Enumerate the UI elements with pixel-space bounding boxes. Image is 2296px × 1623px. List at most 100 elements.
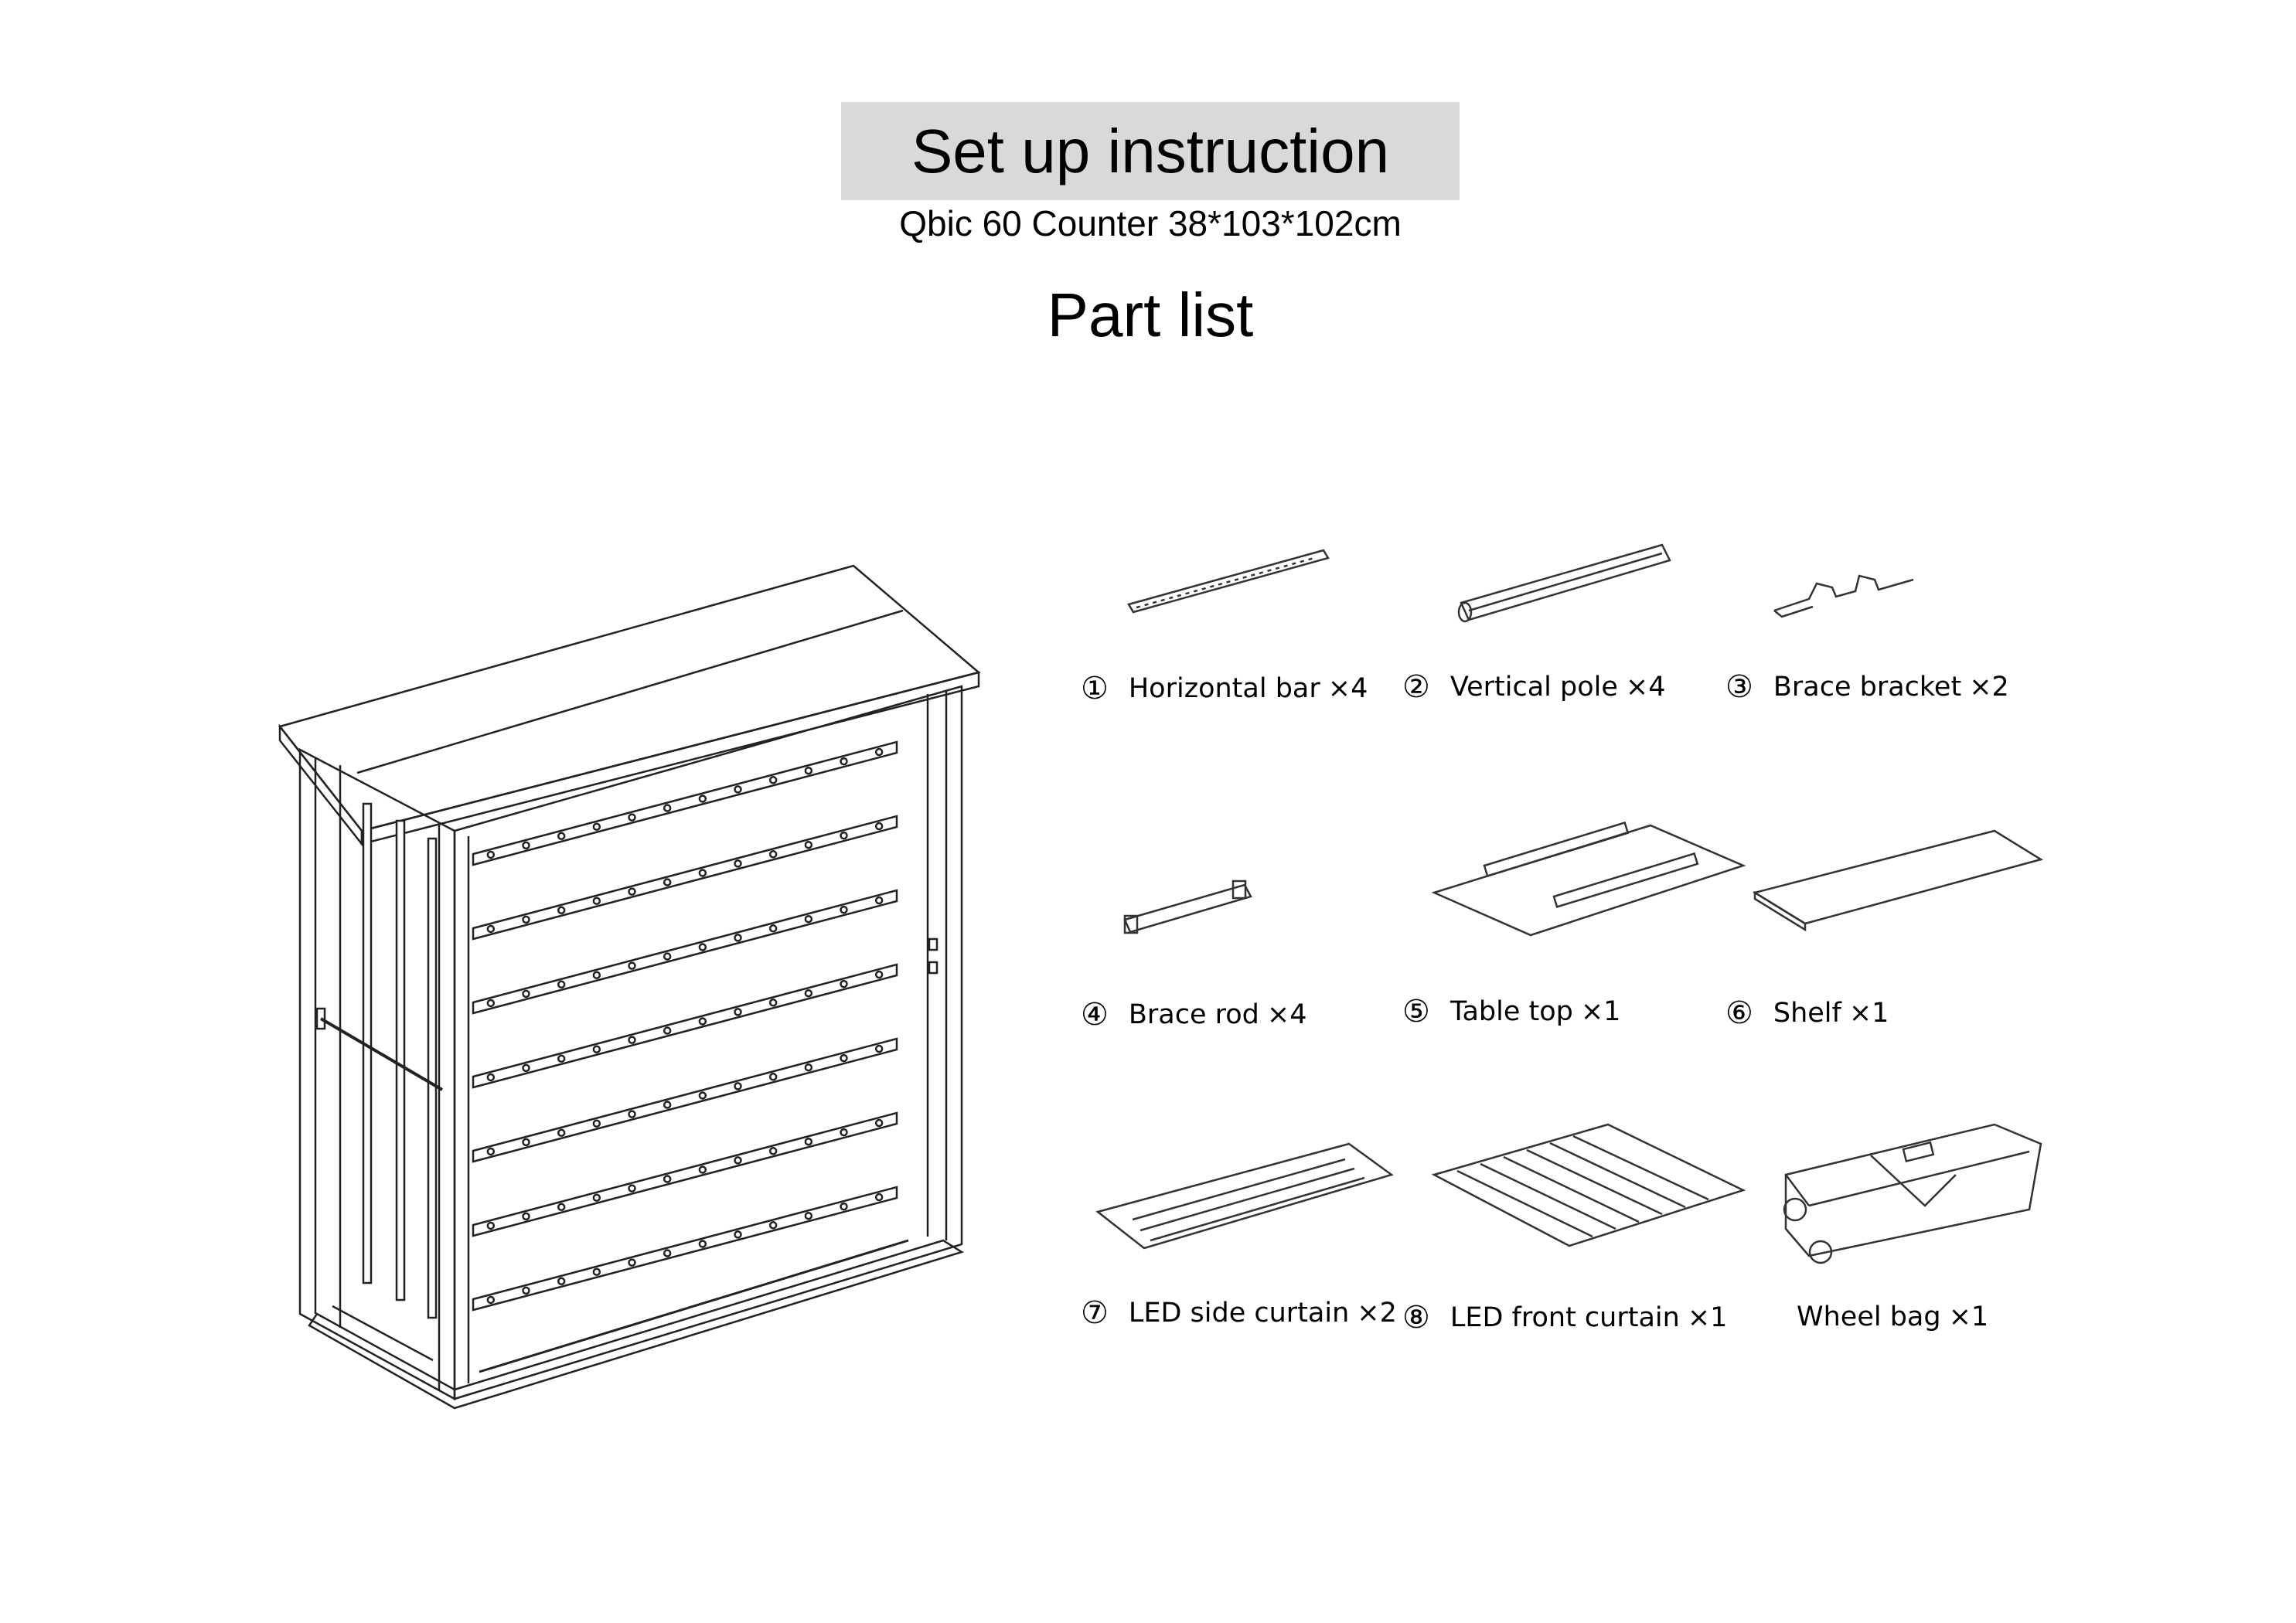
part-qty: ×2	[1969, 672, 2009, 703]
led-dot	[734, 1008, 742, 1016]
front-panel	[453, 685, 963, 1400]
led-dot	[734, 1082, 742, 1091]
led-dot	[522, 989, 530, 999]
led-dot	[628, 813, 636, 822]
led-dot	[628, 1184, 636, 1193]
part-qty: ×4	[1266, 999, 1307, 1030]
led-dot	[698, 1165, 707, 1174]
led-front-curtain-drawing	[1431, 1123, 1746, 1247]
led-dot	[522, 841, 530, 850]
led-dot	[804, 766, 813, 775]
section-title: Part list	[1047, 281, 1254, 349]
led-dot	[486, 1295, 496, 1305]
led-strip	[472, 1037, 898, 1163]
led-dot	[663, 1101, 672, 1109]
led-dot	[804, 1211, 813, 1220]
led-dot	[663, 1175, 672, 1183]
part-wheel-bag: Wheel bag ×1	[1797, 1301, 1988, 1332]
led-dot	[486, 924, 496, 934]
part-qty: ×1	[1580, 996, 1621, 1027]
led-dot	[840, 905, 848, 914]
led-dot	[804, 1137, 813, 1146]
led-dot	[698, 1091, 707, 1100]
led-dot	[628, 1110, 636, 1118]
led-strip	[472, 963, 898, 1089]
led-dot	[486, 1147, 496, 1156]
led-strip	[472, 1186, 898, 1312]
led-dot	[592, 971, 601, 979]
led-dot	[592, 1193, 601, 1202]
led-dot	[874, 896, 884, 905]
brace-bracket-drawing	[1773, 574, 1914, 618]
part-qty: ×1	[1948, 1301, 1989, 1332]
part-qty: ×4	[1327, 673, 1368, 704]
led-dot	[734, 859, 742, 868]
led-dot	[557, 1054, 566, 1063]
led-dot	[592, 897, 601, 905]
vertical-pole-drawing	[1457, 543, 1671, 623]
page-title: Set up instruction	[911, 116, 1390, 185]
led-dot	[592, 822, 601, 831]
led-dot	[874, 822, 884, 831]
led-dot	[874, 1193, 884, 1202]
led-dot	[592, 1045, 601, 1053]
led-dot	[840, 831, 848, 840]
title-box: Set up instruction	[841, 102, 1460, 200]
led-dot	[768, 1073, 778, 1081]
led-dot	[698, 1240, 707, 1248]
led-dot	[804, 840, 813, 849]
led-dot	[557, 832, 566, 841]
led-strip	[472, 889, 898, 1015]
led-dot	[768, 1221, 778, 1230]
led-dot	[768, 850, 778, 859]
part-number: ⑤	[1402, 994, 1430, 1029]
led-dot	[663, 878, 672, 886]
led-dot	[486, 1221, 496, 1230]
led-dot	[522, 1286, 530, 1295]
part-number: ④	[1081, 997, 1109, 1033]
led-dot	[592, 1267, 601, 1276]
led-dot	[768, 999, 778, 1007]
led-dot	[557, 906, 566, 915]
part-number: ③	[1725, 669, 1753, 705]
led-dot	[840, 979, 848, 988]
part-number: ①	[1081, 671, 1109, 706]
part-vertical-pole: ② Vertical pole ×4	[1402, 669, 1666, 705]
part-name: Table top	[1449, 996, 1573, 1027]
led-dot	[768, 776, 778, 784]
led-dot	[734, 1230, 742, 1239]
front-led-strips	[472, 740, 898, 1312]
part-horizontal-bar: ① Horizontal bar ×4	[1081, 671, 1368, 706]
led-dot	[874, 747, 884, 757]
led-strip	[472, 1111, 898, 1237]
led-dot	[663, 952, 672, 961]
led-dot	[734, 934, 742, 942]
part-number: ⑦	[1081, 1295, 1109, 1331]
led-dot	[804, 1063, 813, 1072]
led-dot	[628, 1036, 636, 1044]
led-dot	[557, 980, 566, 989]
table-top-drawing	[1431, 821, 1746, 937]
part-brace-rod: ④ Brace rod ×4	[1081, 997, 1306, 1033]
led-dot	[628, 887, 636, 896]
part-qty: ×4	[1625, 672, 1666, 703]
led-dot	[522, 1212, 530, 1221]
led-dot	[840, 1053, 848, 1063]
horizontal-bar-drawing	[1127, 549, 1330, 614]
part-name: Vertical pole	[1449, 672, 1618, 703]
led-dot	[557, 1277, 566, 1286]
product-subtitle: Qbic 60 Counter 38*103*102cm	[899, 203, 1402, 243]
wheel-bag-drawing	[1783, 1123, 2042, 1264]
led-dot	[522, 1063, 530, 1073]
brace-rod-drawing	[1123, 880, 1252, 934]
led-dot	[698, 943, 707, 951]
led-dot	[874, 970, 884, 979]
led-dot	[840, 757, 848, 766]
led-dot	[557, 1128, 566, 1138]
led-dot	[663, 1026, 672, 1035]
part-name: Brace rod	[1128, 999, 1259, 1030]
led-side-curtain-drawing	[1095, 1142, 1394, 1250]
led-dot	[768, 924, 778, 933]
led-dot	[804, 988, 813, 998]
